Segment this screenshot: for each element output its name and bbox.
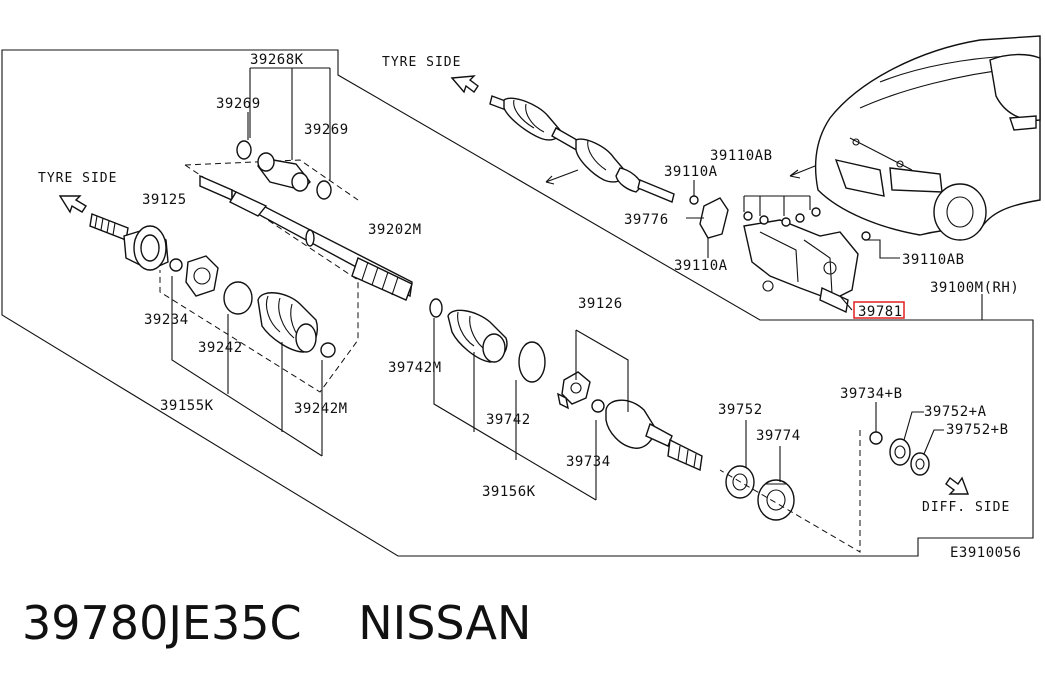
highlight-box-39781	[853, 301, 905, 319]
label-39155k[interactable]: 39155K	[160, 398, 214, 414]
ring-39734b	[869, 431, 883, 445]
label-diff-side: DIFF. SIDE	[922, 500, 1010, 515]
label-39110a-top[interactable]: 39110A	[664, 164, 718, 180]
outer-joint-39125	[89, 213, 169, 271]
shaft-39202m	[199, 174, 413, 301]
label-39734b[interactable]: 39734+B	[840, 386, 903, 402]
label-reference: E3910056	[950, 545, 1021, 561]
bolt-39110a	[689, 195, 699, 205]
leaders-39156k	[433, 318, 597, 501]
bearing-39774	[757, 479, 795, 521]
assembly-dash-diff	[719, 430, 861, 553]
label-tyre-side-top: TYRE SIDE	[382, 55, 461, 70]
label-39781[interactable]: 39781	[858, 304, 903, 320]
seal-39752b	[910, 452, 930, 476]
label-39752[interactable]: 39752	[718, 402, 763, 418]
band-39242	[223, 281, 253, 315]
label-39742m[interactable]: 39742M	[388, 360, 442, 376]
leader-39752b	[923, 429, 944, 455]
ring-39269-left	[236, 140, 252, 160]
label-39110ab-right[interactable]: 39110AB	[902, 252, 965, 268]
label-39156k[interactable]: 39156K	[482, 484, 536, 500]
label-39242m[interactable]: 39242M	[294, 401, 348, 417]
bracket-39100m	[699, 197, 859, 314]
car-illustration	[815, 35, 1041, 241]
assembly-dash-top	[184, 159, 359, 201]
label-39269-right[interactable]: 39269	[304, 122, 349, 138]
label-39242[interactable]: 39242	[198, 340, 243, 356]
boot-39742m	[447, 309, 508, 363]
label-39110a-bottom[interactable]: 39110A	[674, 258, 728, 274]
ring-39734	[591, 399, 605, 413]
diagram-frame	[1, 49, 1034, 557]
boot-39242m	[257, 292, 318, 353]
seal-39752a	[889, 438, 911, 466]
label-39774[interactable]: 39774	[756, 428, 801, 444]
label-39110ab-top[interactable]: 39110AB	[710, 148, 773, 164]
label-39776[interactable]: 39776	[624, 212, 669, 228]
caption-part-number: 39780JE35C	[22, 596, 302, 650]
leaders-39155k	[171, 276, 323, 457]
label-39202m[interactable]: 39202M	[368, 222, 422, 238]
leader-39781	[839, 295, 853, 311]
part-39234-ring	[169, 258, 183, 272]
diff-side-arrow	[945, 476, 970, 495]
label-39752a[interactable]: 39752+A	[924, 404, 987, 420]
inner-housing	[605, 399, 703, 472]
complete-driveshaft	[489, 95, 675, 203]
tyre-side-arrow-left	[58, 195, 87, 214]
label-39734[interactable]: 39734	[566, 454, 611, 470]
label-39234[interactable]: 39234	[144, 312, 189, 328]
leader-39752a	[903, 411, 924, 441]
label-39125[interactable]: 39125	[142, 192, 187, 208]
ring-39269-right	[316, 180, 332, 200]
caption-brand: NISSAN	[358, 596, 532, 650]
damper-39268k	[257, 152, 311, 192]
bearing-cage	[185, 255, 219, 297]
leaders-39268k	[249, 67, 331, 180]
label-39100m-rh[interactable]: 39100M(RH)	[930, 280, 1019, 296]
parts-diagram: 39268K 39269 39269 TYRE SIDE 39125 39202…	[1, 35, 1041, 561]
bolts-39110ab	[743, 207, 871, 241]
tripod-39126	[557, 371, 591, 410]
leader-39110ab-right	[866, 239, 900, 259]
band-39742	[518, 341, 546, 383]
leaders-39126	[575, 329, 629, 412]
tyre-side-arrow-top	[450, 75, 479, 94]
clip-39742m	[429, 298, 443, 318]
label-39126[interactable]: 39126	[578, 296, 623, 312]
caption: 39780JE35C NISSAN	[22, 596, 573, 650]
label-39268k[interactable]: 39268K	[250, 52, 304, 68]
clip-39242m	[320, 342, 336, 358]
label-39742[interactable]: 39742	[486, 412, 531, 428]
label-tyre-side-left: TYRE SIDE	[38, 171, 117, 186]
arrow-dir-lower	[545, 169, 579, 185]
assembly-dash-39155k	[159, 164, 359, 393]
label-39269-left[interactable]: 39269	[216, 96, 261, 112]
bracket-leaders	[743, 195, 811, 216]
label-39752b[interactable]: 39752+B	[946, 422, 1009, 438]
